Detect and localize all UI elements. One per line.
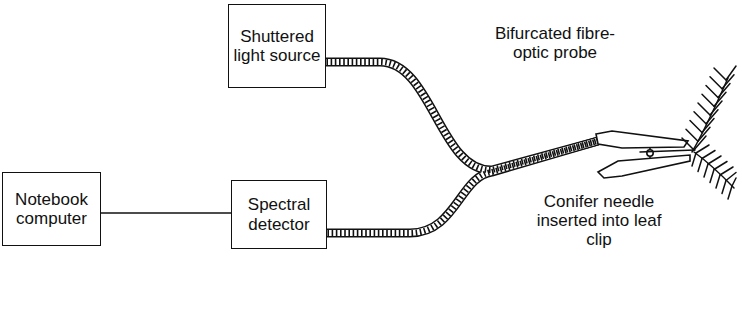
needle: [694, 112, 706, 124]
needle: [692, 153, 696, 166]
needle: [682, 138, 694, 150]
needle: [710, 77, 722, 89]
data-cable: [101, 212, 231, 214]
sprig-stem: [694, 152, 734, 188]
part-label: Conifer needle inserted into leaf clip: [522, 192, 676, 249]
needle: [710, 170, 714, 183]
needle: [702, 94, 714, 106]
needle: [704, 164, 708, 177]
needle: [726, 173, 736, 181]
needle: [720, 167, 733, 175]
part-label: Bifurcated fibre-optic probe: [493, 24, 617, 62]
equipment-box: Notebook computer: [2, 172, 101, 246]
clip-upper-jaw: [596, 131, 688, 148]
needle: [726, 66, 736, 80]
needle-in-clip: [640, 150, 695, 152]
clip-pivot: [647, 150, 653, 156]
conifer-sprig: [640, 66, 736, 199]
needle: [716, 175, 720, 188]
needle: [714, 68, 726, 80]
needle: [702, 151, 715, 159]
needle: [728, 186, 732, 199]
equipment-box: Spectral detector: [231, 180, 327, 249]
equipment-box: Shuttered light source: [228, 4, 326, 88]
box-label: Spectral detector: [232, 195, 326, 233]
needle: [690, 121, 702, 133]
needle: [698, 159, 702, 172]
needle: [696, 145, 709, 153]
needle: [732, 178, 736, 186]
box-label: Notebook computer: [3, 190, 100, 228]
needle: [722, 181, 726, 194]
clip-lower-jaw: [598, 155, 690, 178]
leaf-clip: [596, 131, 690, 178]
box-label: Shuttered light source: [229, 27, 325, 65]
needle: [706, 86, 718, 98]
needle: [708, 156, 721, 164]
needle: [686, 129, 698, 141]
cable-hatch: [318, 62, 598, 170]
needle: [714, 162, 727, 170]
needle: [698, 103, 710, 115]
